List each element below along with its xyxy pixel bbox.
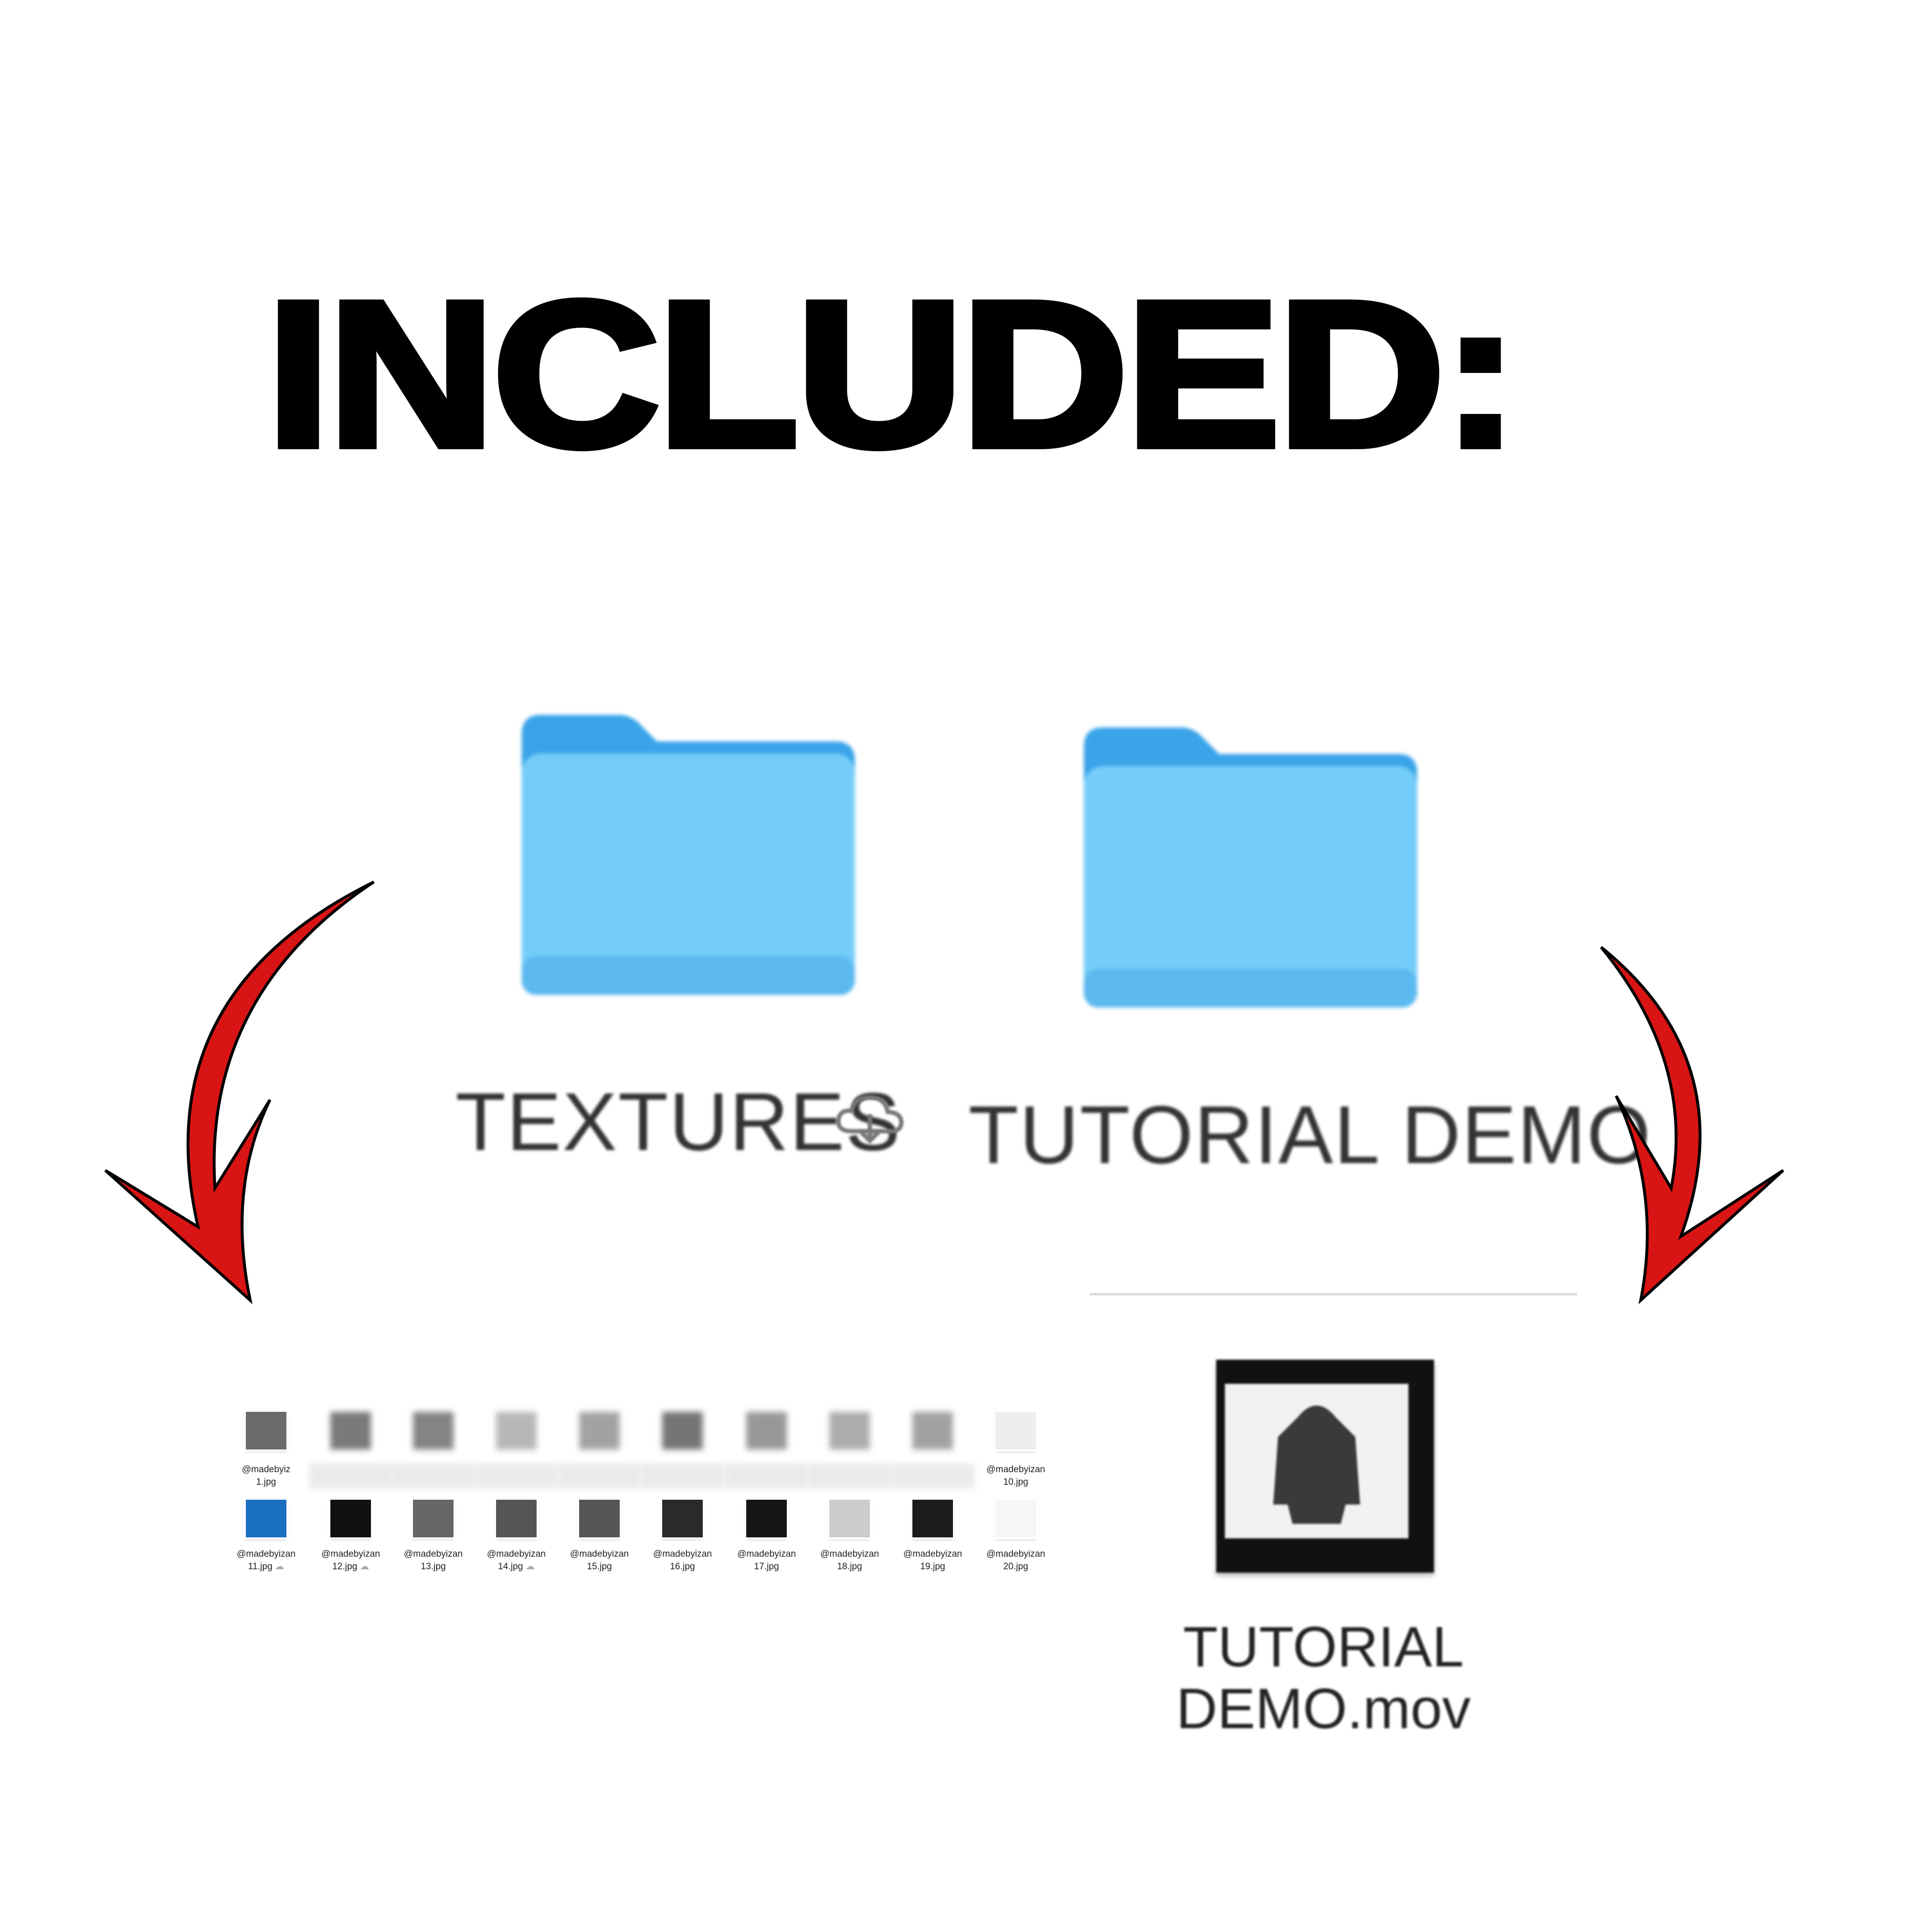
texture-thumbnail[interactable] bbox=[579, 1412, 620, 1449]
cloud-download-icon[interactable] bbox=[835, 1093, 907, 1146]
video-frame bbox=[1225, 1384, 1408, 1538]
folder-label-tutorial-demo: TUTORIAL DEMO bbox=[968, 1089, 1652, 1181]
texture-filename bbox=[475, 1463, 558, 1489]
filename-line1: @madebyizan bbox=[737, 1549, 796, 1559]
texture-filename: @madebyizan 20.jpg bbox=[974, 1548, 1057, 1573]
texture-filename bbox=[641, 1463, 724, 1489]
texture-thumbnail[interactable] bbox=[829, 1412, 870, 1449]
filename-line1: @madebyizan bbox=[653, 1549, 712, 1559]
right-arrow-icon bbox=[1600, 946, 1785, 1305]
hoodie-icon bbox=[1273, 1406, 1360, 1524]
texture-thumbnail[interactable] bbox=[746, 1412, 787, 1449]
texture-thumbnail[interactable] bbox=[995, 1500, 1036, 1537]
filename-line2: 20.jpg bbox=[1003, 1562, 1028, 1572]
texture-filename bbox=[808, 1463, 891, 1489]
filename-line2: 19.jpg bbox=[920, 1562, 945, 1572]
filename-line2: 13.jpg bbox=[421, 1562, 446, 1572]
folder-label-textures: TEXTURES bbox=[455, 1076, 901, 1168]
texture-filename: @madebyizan 10.jpg bbox=[974, 1463, 1057, 1489]
filename-line2: 16.jpg bbox=[670, 1562, 695, 1572]
texture-thumbnail[interactable] bbox=[330, 1412, 371, 1449]
filename-line1: @madebyizan bbox=[986, 1464, 1045, 1475]
cloud-icon: ☁ bbox=[272, 1562, 284, 1572]
video-thumbnail[interactable] bbox=[1216, 1360, 1434, 1573]
texture-thumbnail[interactable] bbox=[912, 1412, 953, 1449]
texture-thumbnail[interactable] bbox=[413, 1500, 454, 1537]
texture-filename: @madebyizan 15.jpg bbox=[558, 1548, 641, 1573]
filename-line1: @madebyizan bbox=[903, 1549, 962, 1559]
texture-thumbnail[interactable] bbox=[662, 1412, 703, 1449]
page-title: INCLUDED: bbox=[262, 258, 1523, 490]
filename-line1: @madebyiz bbox=[242, 1464, 291, 1475]
texture-thumbnail[interactable] bbox=[496, 1412, 537, 1449]
texture-filename: @madebyizan 17.jpg bbox=[725, 1548, 808, 1573]
filename-line1: @madebyizan bbox=[570, 1549, 629, 1559]
cloud-icon: ☁ bbox=[523, 1562, 535, 1572]
texture-filename bbox=[891, 1463, 974, 1489]
texture-filename: @madebyizan 19.jpg bbox=[891, 1548, 974, 1573]
filename-line2: 14.jpg bbox=[497, 1562, 523, 1572]
texture-filename bbox=[392, 1463, 475, 1489]
video-caption-line2: DEMO.mov bbox=[1176, 1677, 1471, 1741]
video-caption-line1: TUTORIAL bbox=[1183, 1615, 1464, 1679]
filename-line2: 10.jpg bbox=[1003, 1477, 1028, 1487]
cloud-icon: ☁ bbox=[357, 1562, 369, 1572]
texture-filename: @madebyizan 18.jpg bbox=[808, 1548, 891, 1573]
texture-filename: @madebyizan 12.jpg ☁ bbox=[309, 1548, 392, 1573]
texture-filename bbox=[558, 1463, 641, 1489]
divider bbox=[1090, 1293, 1577, 1295]
texture-filename bbox=[309, 1463, 392, 1489]
texture-thumbnail[interactable] bbox=[579, 1500, 620, 1537]
filename-line1: @madebyizan bbox=[487, 1549, 546, 1559]
texture-thumbnail[interactable] bbox=[246, 1412, 286, 1449]
filename-line1: @madebyizan bbox=[237, 1549, 296, 1559]
texture-filename: @madebyiz 1.jpg bbox=[225, 1463, 308, 1489]
filename-line2: 1.jpg bbox=[256, 1477, 276, 1487]
texture-thumbnail[interactable] bbox=[829, 1500, 870, 1537]
texture-thumbnail[interactable] bbox=[912, 1500, 953, 1537]
texture-thumbnail[interactable] bbox=[246, 1500, 286, 1537]
left-arrow-icon bbox=[104, 881, 375, 1305]
filename-line2: 18.jpg bbox=[837, 1562, 862, 1572]
texture-filename: @madebyizan 14.jpg ☁ bbox=[475, 1548, 558, 1573]
folder-icon-tutorial-demo[interactable] bbox=[1074, 718, 1427, 1027]
folder-icon-textures[interactable] bbox=[512, 705, 865, 1014]
texture-filename: @madebyizan 13.jpg bbox=[392, 1548, 475, 1573]
texture-filename bbox=[725, 1463, 808, 1489]
texture-thumbnail[interactable] bbox=[995, 1412, 1036, 1449]
filename-line2: 17.jpg bbox=[754, 1562, 779, 1572]
filename-line1: @madebyizan bbox=[321, 1549, 380, 1559]
texture-thumbnail[interactable] bbox=[330, 1500, 371, 1537]
filename-line1: @madebyizan bbox=[986, 1549, 1045, 1559]
filename-line2: 15.jpg bbox=[587, 1562, 612, 1572]
texture-thumbnail[interactable] bbox=[413, 1412, 454, 1449]
texture-thumbnail[interactable] bbox=[662, 1500, 703, 1537]
texture-filename: @madebyizan 16.jpg bbox=[641, 1548, 724, 1573]
texture-thumbnail[interactable] bbox=[746, 1500, 787, 1537]
filename-line1: @madebyizan bbox=[820, 1549, 879, 1559]
filename-line2: 11.jpg bbox=[248, 1562, 273, 1572]
texture-filename: @madebyizan 11.jpg ☁ bbox=[225, 1548, 308, 1573]
texture-thumbnail[interactable] bbox=[496, 1500, 537, 1537]
filename-line2: 12.jpg bbox=[332, 1562, 357, 1572]
filename-line1: @madebyizan bbox=[404, 1549, 463, 1559]
